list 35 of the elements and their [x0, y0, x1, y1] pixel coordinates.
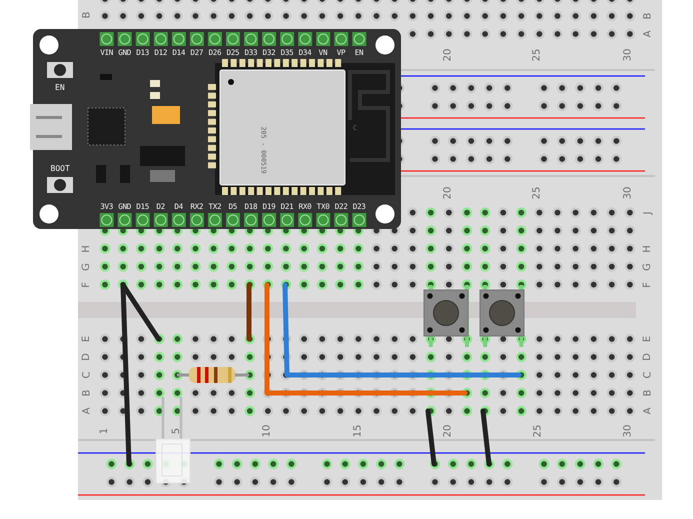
breadboard-index-label: B [642, 390, 653, 396]
breadboard-index-label: 5 [172, 428, 182, 434]
breadboard-index-label: A [642, 408, 653, 414]
breadboard-index-label: 30 [622, 48, 633, 62]
breadboard-index-label: D [642, 353, 653, 361]
breadboard-index-label: E [643, 336, 654, 342]
button-label: BOOT [50, 165, 70, 173]
breadboard-index-label: C [82, 372, 92, 378]
breadboard-index-label: D [82, 353, 92, 361]
button-label: EN [55, 84, 65, 92]
breadboard-index-label: C [643, 372, 653, 378]
breadboard-index-label: B [82, 390, 92, 396]
breadboard-index-label: A [642, 30, 653, 38]
breadboard-index-label: J [642, 211, 653, 214]
breadboard-index-label: G [642, 262, 653, 270]
breadboard-index-label: 20 [442, 424, 453, 438]
breadboard-index-label: 30 [622, 186, 633, 200]
breadboard-index-label: F [642, 282, 653, 288]
breadboard-index-label: 25 [532, 186, 542, 200]
breadboard-index-label: A [82, 408, 92, 414]
breadboard-index-label: H [82, 244, 92, 252]
breadboard-index-label: B [82, 12, 92, 18]
breadboard-index-label: 20 [442, 186, 453, 200]
breadboard-index-label: F [82, 282, 92, 288]
breadboard-index-label: B [642, 12, 653, 20]
breadboard-index-label: 20 [442, 48, 453, 62]
breadboard-index-label: H [642, 244, 653, 252]
breadboard-index-label: 10 [262, 424, 272, 438]
breadboard-index-label: 30 [622, 424, 633, 438]
breadboard-index-label: E [82, 336, 92, 342]
breadboard-index-label: 25 [532, 424, 543, 438]
breadboard-index-label: 25 [532, 48, 542, 62]
breadboard-index-label: G [82, 262, 92, 270]
breadboard-index-label: 15 [352, 424, 363, 438]
breadboard-index-label: 1 [100, 428, 110, 434]
